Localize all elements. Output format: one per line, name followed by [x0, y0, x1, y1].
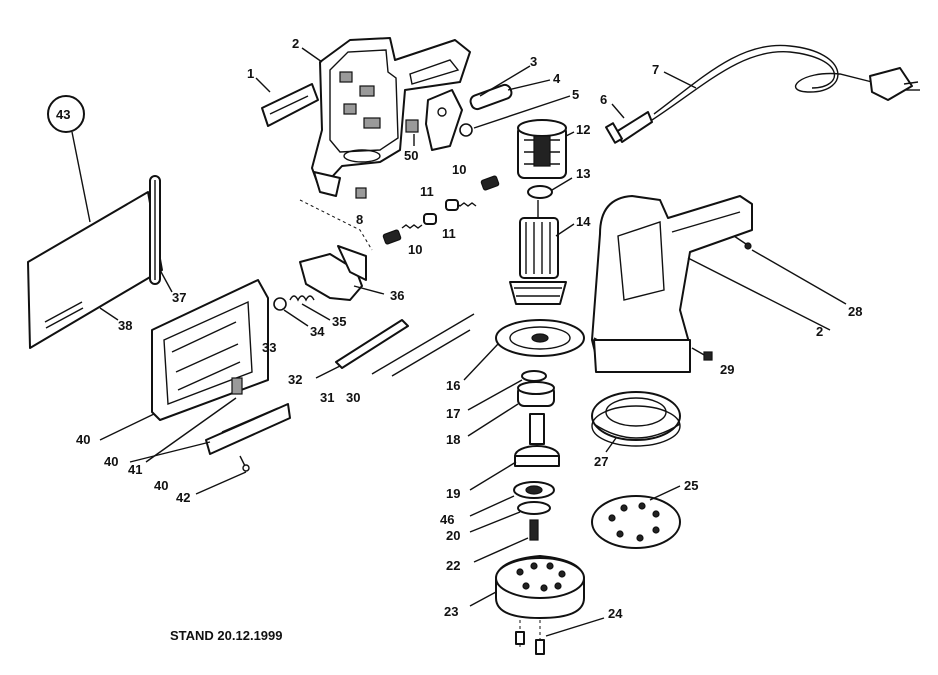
part-10-11-brush-lower — [382, 213, 437, 245]
callout-17: 17 — [446, 406, 460, 421]
callout-42: 42 — [176, 490, 190, 505]
part-24-screws — [515, 617, 605, 655]
callout-40-a: 40 — [76, 432, 90, 447]
part-6-cable-sleeve — [605, 103, 653, 144]
callout-3: 3 — [530, 54, 537, 69]
part-50-brush-holder — [405, 89, 463, 151]
callout-4: 4 — [553, 71, 561, 86]
callout-22: 22 — [446, 558, 460, 573]
callout-34: 34 — [310, 324, 325, 339]
callout-40-b: 40 — [104, 454, 118, 469]
part-43-manual-sheet — [27, 95, 163, 349]
part-3-4-capacitor — [469, 65, 551, 111]
callout-43: 43 — [56, 107, 70, 122]
part-13-bearing — [527, 177, 573, 199]
callout-28: 28 — [848, 304, 862, 319]
callout-11-lower: 11 — [442, 226, 456, 241]
callout-27: 27 — [594, 454, 608, 469]
callout-35: 35 — [332, 314, 346, 329]
part-46-bearing — [469, 481, 555, 517]
callout-10-lower: 10 — [408, 242, 422, 257]
part-1-plate — [255, 77, 319, 127]
callout-32: 32 — [288, 372, 302, 387]
callout-38: 38 — [118, 318, 132, 333]
callout-30: 30 — [346, 390, 360, 405]
callout-16: 16 — [446, 378, 460, 393]
callout-13: 13 — [576, 166, 590, 181]
callout-11-upper: 11 — [420, 184, 434, 199]
part-17-washer — [467, 370, 547, 411]
part-27-dust-skirt — [591, 391, 681, 453]
callout-24: 24 — [608, 606, 623, 621]
part-36-bracket — [299, 245, 385, 301]
part-25-sanding-disc — [591, 485, 681, 549]
callout-33: 33 — [262, 340, 276, 355]
part-14-armature — [509, 200, 575, 305]
callout-6: 6 — [600, 92, 607, 107]
part-19-eccentric — [469, 413, 560, 491]
callout-7: 7 — [652, 62, 659, 77]
part-30-31-32-rods — [315, 313, 475, 379]
callout-5: 5 — [572, 87, 579, 102]
callout-10-upper: 10 — [452, 162, 466, 177]
part-28-screw — [733, 235, 847, 305]
part-20-washer — [469, 501, 551, 533]
part-10-11-brush-upper — [445, 175, 500, 211]
part-18-bearing — [467, 381, 555, 437]
part-5-ring — [459, 95, 571, 137]
callout-31: 31 — [320, 390, 334, 405]
callout-8: 8 — [356, 212, 363, 227]
callout-25: 25 — [684, 478, 698, 493]
callout-29: 29 — [720, 362, 734, 377]
revision-stamp: STAND 20.12.1999 — [170, 628, 283, 643]
part-8-block — [355, 187, 367, 199]
part-42-screw — [195, 455, 250, 495]
callout-46: 46 — [440, 512, 454, 527]
callout-23: 23 — [444, 604, 458, 619]
callout-50: 50 — [404, 148, 418, 163]
part-2-housing-half — [299, 37, 471, 251]
part-12-field-coil — [517, 119, 575, 179]
part-34-washer — [273, 297, 309, 327]
part-7-mains-cable — [651, 44, 920, 121]
callout-19: 19 — [446, 486, 460, 501]
part-29-screw — [691, 347, 713, 361]
part-35-spring — [289, 295, 331, 321]
callout-14: 14 — [576, 214, 591, 229]
part-41-rail — [129, 377, 291, 463]
callout-2-right: 2 — [816, 324, 823, 339]
part-23-sanding-pad — [469, 555, 585, 619]
part-16-bevel-gear — [463, 319, 585, 381]
callout-37: 37 — [172, 290, 186, 305]
part-37-strip — [149, 175, 173, 293]
callout-2: 2 — [292, 36, 299, 51]
callout-12: 12 — [576, 122, 590, 137]
callout-labels: 43 37 38 1 2 3 4 5 6 7 50 12 13 10 11 8 … — [56, 36, 862, 621]
callout-18: 18 — [446, 432, 460, 447]
callout-40-c: 40 — [154, 478, 168, 493]
part-2-assembled-housing — [591, 195, 831, 373]
callout-1: 1 — [247, 66, 254, 81]
callout-41: 41 — [128, 462, 142, 477]
part-22-screw — [473, 519, 539, 563]
callout-20: 20 — [446, 528, 460, 543]
callout-36: 36 — [390, 288, 404, 303]
